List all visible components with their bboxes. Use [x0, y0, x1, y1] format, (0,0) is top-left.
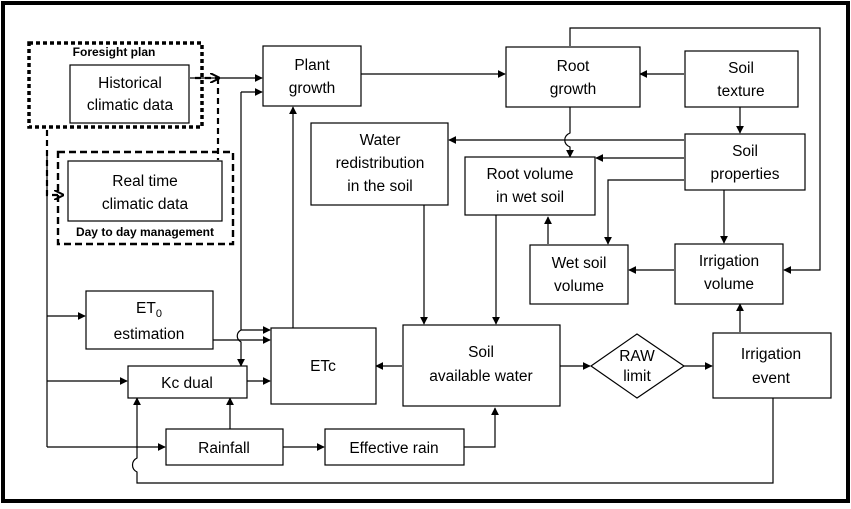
connectors	[46, 27, 821, 484]
rainfall-label: Rainfall	[198, 440, 250, 457]
day-to-day-title: Day to day management	[76, 225, 214, 239]
historical-climatic-label-2: climatic data	[87, 97, 174, 114]
foresight-plan-border	[27, 41, 204, 129]
et0-main: ET	[136, 300, 156, 317]
soil-available-water-label-1: Soil	[468, 344, 494, 361]
root-growth-label-1: Root	[557, 58, 590, 75]
wet-soil-volume-label-2: volume	[554, 278, 604, 295]
day-to-day-border	[56, 150, 235, 246]
arrow-properties-to-wet-soil	[604, 179, 684, 245]
irrigation-volume-label-2: volume	[704, 276, 754, 293]
plant-growth-box	[262, 45, 362, 107]
foresight-plan-group: Foresight plan Historical climatic data	[27, 41, 204, 129]
effective-rain-box	[324, 428, 465, 466]
raw-limit-diamond	[589, 333, 686, 399]
arrow-climatic-to-kc-dual	[236, 92, 245, 367]
arrow-top-loop-to-irrigation-volume	[569, 27, 821, 274]
kc-dual-label: Kc dual	[161, 375, 213, 392]
plant-growth-label-1: Plant	[294, 57, 330, 74]
soil-available-water-box	[402, 324, 561, 407]
day-to-day-group: Real time climatic data Day to day manag…	[56, 150, 235, 246]
raw-limit-label-1: RAW	[619, 348, 655, 365]
root-growth-box	[505, 46, 641, 108]
et0-label: ET0	[136, 300, 162, 320]
root-volume-label-1: Root volume	[486, 166, 573, 183]
wet-soil-volume-label-1: Wet soil	[552, 255, 607, 272]
irrigation-event-box	[712, 332, 832, 399]
historical-climatic-label-1: Historical	[98, 75, 162, 92]
root-volume-box	[464, 156, 596, 216]
realtime-climatic-data-box	[67, 160, 223, 222]
soil-available-water-label-2: available water	[429, 368, 532, 385]
effective-rain-label: Effective rain	[349, 440, 438, 457]
plant-growth-label-2: growth	[289, 80, 336, 97]
et0-estimation-label: estimation	[114, 326, 185, 343]
irrigation-volume-box	[674, 243, 784, 305]
rainfall-box	[165, 428, 284, 466]
soil-properties-label-2: properties	[711, 166, 780, 183]
water-redistribution-label-3: in the soil	[347, 178, 412, 195]
realtime-climatic-label-2: climatic data	[102, 196, 189, 213]
et0-estimation-box	[85, 290, 214, 350]
etc-box	[270, 327, 377, 405]
irrigation-event-label-1: Irrigation	[741, 346, 801, 363]
water-redistribution-label-1: Water	[360, 132, 401, 149]
soil-texture-label-2: texture	[717, 83, 764, 100]
arrow-effective-rain-to-saw	[464, 407, 499, 448]
kc-dual-box	[127, 365, 248, 399]
etc-label: ETc	[310, 358, 336, 375]
soil-texture-label-1: Soil	[728, 60, 754, 77]
root-growth-label-2: growth	[550, 81, 597, 98]
irrigation-event-label-2: event	[752, 370, 791, 387]
wet-soil-volume-box	[529, 244, 629, 305]
raw-limit-label-2: limit	[623, 368, 651, 385]
water-redistribution-box	[310, 122, 449, 206]
root-volume-label-2: in wet soil	[496, 189, 564, 206]
foresight-plan-title: Foresight plan	[73, 45, 156, 59]
soil-properties-box	[684, 133, 806, 191]
soil-texture-box	[684, 50, 799, 108]
water-redistribution-label-2: redistribution	[336, 155, 425, 172]
historical-climatic-data-box	[69, 64, 190, 124]
arrow-event-feedback-to-kc	[131, 397, 774, 484]
irrigation-volume-label-1: Irrigation	[699, 253, 759, 270]
realtime-climatic-label-1: Real time	[112, 173, 177, 190]
soil-properties-label-1: Soil	[732, 143, 758, 160]
et0-subscript: 0	[156, 308, 162, 320]
